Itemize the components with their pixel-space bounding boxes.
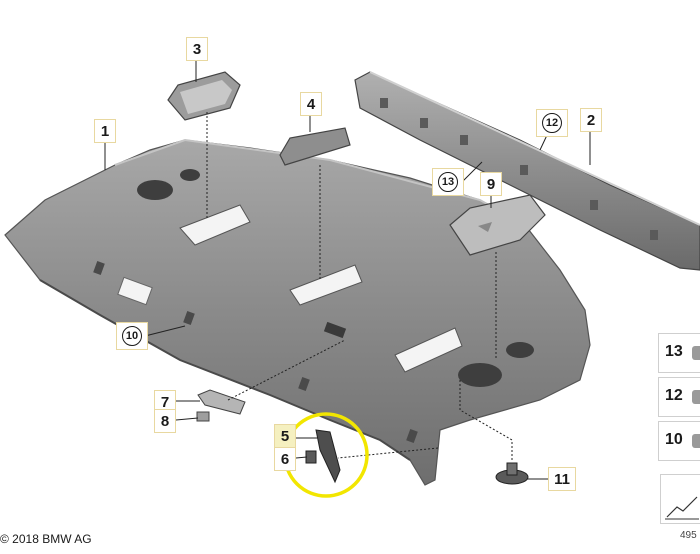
callout-3: 3: [186, 37, 208, 61]
leader-lines: [104, 61, 591, 480]
callout-11: 11: [548, 467, 576, 491]
clip-part-8: [196, 411, 210, 422]
callout-4: 4: [300, 92, 322, 116]
callout-5: 5: [274, 424, 296, 448]
cover-part-4: [279, 127, 351, 166]
side-item-12[interactable]: 12: [658, 377, 700, 417]
callout-12: 12: [536, 109, 568, 137]
callout-10: 10: [116, 322, 148, 350]
callout-9: 9: [480, 172, 502, 196]
callout-8: 8: [154, 409, 176, 433]
callout-2: 2: [580, 108, 602, 132]
bracket-part-5: [315, 429, 341, 484]
cover-part-9: [449, 194, 546, 256]
side-item-13-number: 13: [665, 343, 683, 360]
callout-10-label: 10: [122, 326, 142, 346]
side-item-13-thumbnail: [692, 346, 700, 360]
side-item-10-thumbnail: [692, 434, 700, 448]
side-item-10-number: 10: [665, 431, 683, 448]
side-item-12-number: 12: [665, 387, 683, 404]
clip-part-7: [197, 389, 246, 415]
scale-legend-icon: [665, 496, 699, 520]
copyright-text: © 2018 BMW AG: [0, 532, 92, 546]
grommet-part-11: [495, 462, 529, 485]
speaker-cover-part: [167, 71, 241, 121]
callout-1: 1: [94, 119, 116, 143]
side-item-12-thumbnail: [692, 390, 700, 404]
rear-rail-trim: [354, 71, 700, 271]
rear-shelf-panel: [4, 138, 591, 486]
callout-12-label: 12: [542, 113, 562, 133]
assembly-lines: [206, 112, 513, 462]
callout-13: 13: [432, 168, 464, 196]
side-item-13[interactable]: 13: [658, 333, 700, 373]
diagram-id: 495: [680, 530, 697, 541]
callout-6: 6: [274, 447, 296, 471]
bracket-part-6: [305, 450, 317, 464]
side-item-10[interactable]: 10: [658, 421, 700, 461]
callout-13-label: 13: [438, 172, 458, 192]
scale-legend-box: [660, 474, 700, 524]
